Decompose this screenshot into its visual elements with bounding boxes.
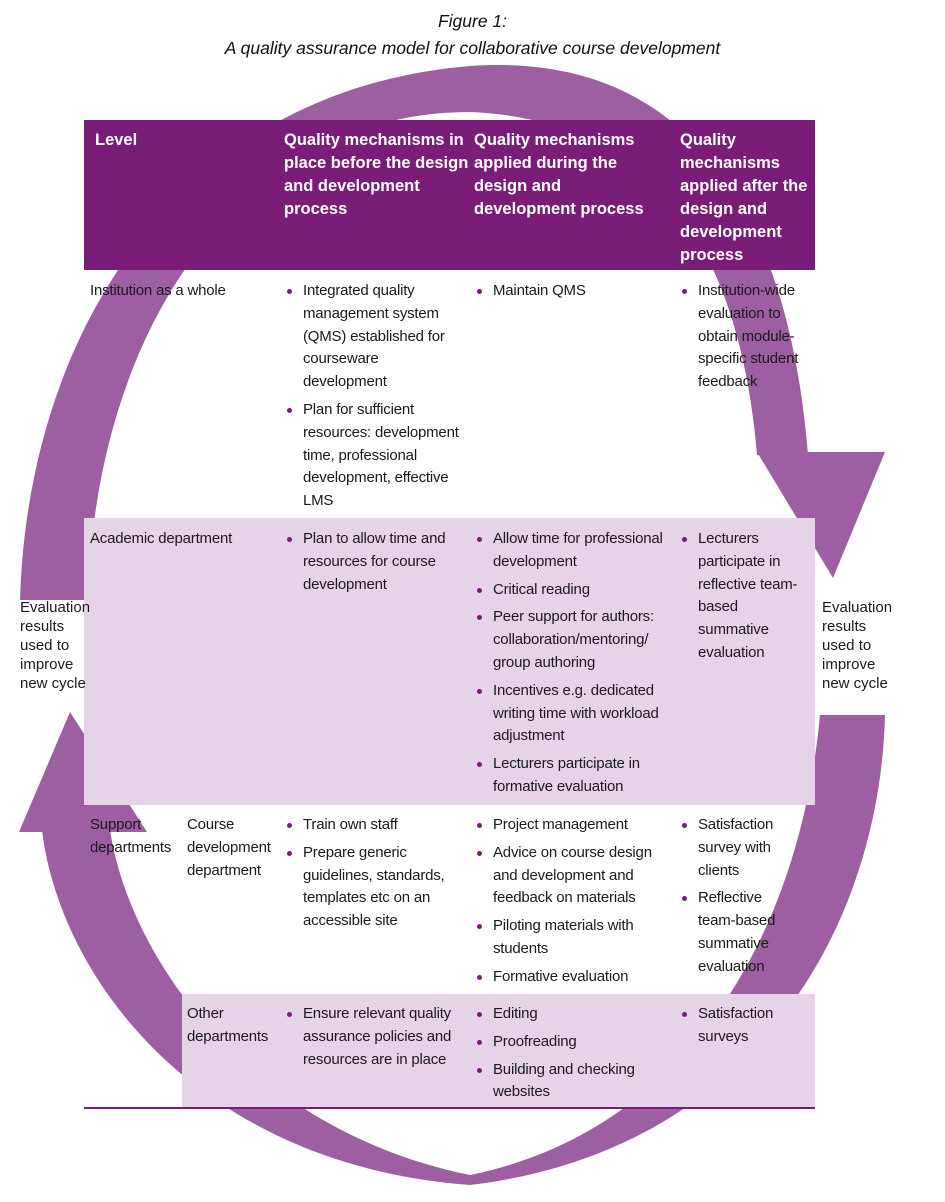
list-item: Prepare generic guidelines, standards, t… (285, 842, 465, 933)
list-item: Lecturers participate in reflective team… (680, 528, 800, 665)
cell-other-during: Editing Proofreading Building and checki… (475, 1003, 670, 1109)
table-header: Level Quality mechanisms in place before… (84, 120, 815, 270)
list-item: Advice on course design and development … (475, 842, 670, 910)
cell-other-after: Satisfaction surveys (680, 1003, 800, 1054)
side-label-left: Evaluation results used to improve new c… (20, 599, 91, 692)
list-item: Satisfaction survey with clients (680, 814, 800, 882)
list-item: Maintain QMS (475, 280, 670, 303)
cell-institution-before: Integrated quality management system (QM… (285, 280, 465, 518)
figure-label: Figure 1: (437, 11, 508, 31)
figure-title: A quality assurance model for collaborat… (224, 38, 721, 58)
list-item: Train own staff (285, 814, 465, 837)
list-item: Proofreading (475, 1031, 670, 1054)
list-item: Incentives e.g. dedicated writing time w… (475, 680, 670, 748)
cell-academic-during: Allow time for professional development … (475, 528, 670, 804)
list-item: Allow time for professional development (475, 528, 670, 574)
list-item: Plan for sufficient resources: developme… (285, 399, 465, 513)
cell-course-dev-before: Train own staff Prepare generic guidelin… (285, 814, 465, 938)
list-item: Lecturers participate in formative evalu… (475, 753, 670, 799)
list-item: Satisfaction surveys (680, 1003, 800, 1049)
cell-course-dev-after: Satisfaction survey with clients Reflect… (680, 814, 800, 984)
cell-academic-after: Lecturers participate in reflective team… (680, 528, 800, 670)
side-label-right: Evaluation results used to improve new c… (822, 599, 893, 692)
cell-academic-before: Plan to allow time and resources for cou… (285, 528, 465, 601)
cell-institution-during: Maintain QMS (475, 280, 670, 308)
list-item: Formative evaluation (475, 966, 670, 989)
row-level-institution: Institution as a whole (90, 282, 226, 299)
list-item: Ensure relevant quality assurance polici… (285, 1003, 465, 1071)
row-level-academic: Academic department (90, 530, 233, 547)
list-item: Peer support for authors: collaboration/… (475, 606, 670, 674)
list-item: Institution-wide evaluation to obtain mo… (680, 280, 810, 394)
header-during: Quality mechanisms applied during the de… (474, 131, 644, 218)
arrowhead-right-down (757, 452, 885, 578)
list-item: Reflective team-based summative evaluati… (680, 887, 800, 978)
row-level-support: Support departments (90, 816, 172, 856)
cell-other-before: Ensure relevant quality assurance polici… (285, 1003, 465, 1076)
list-item: Piloting materials with students (475, 915, 670, 961)
row-sublevel-other: Other departments (187, 1005, 269, 1045)
row-band-academic (84, 518, 815, 805)
row-sublevel-course-dev: Course development department (187, 816, 271, 879)
cell-institution-after: Institution-wide evaluation to obtain mo… (680, 280, 810, 399)
table-bottom-rule (84, 1107, 815, 1109)
header-after: Quality mechanisms applied after the des… (680, 131, 808, 264)
list-item: Editing (475, 1003, 670, 1026)
header-before: Quality mechanisms in place before the d… (284, 131, 469, 218)
list-item: Building and checking websites (475, 1059, 670, 1105)
list-item: Plan to allow time and resources for cou… (285, 528, 465, 596)
list-item: Integrated quality management system (QM… (285, 280, 465, 394)
cell-course-dev-during: Project management Advice on course desi… (475, 814, 670, 994)
list-item: Project management (475, 814, 670, 837)
header-level: Level (95, 131, 138, 149)
list-item: Critical reading (475, 579, 670, 602)
